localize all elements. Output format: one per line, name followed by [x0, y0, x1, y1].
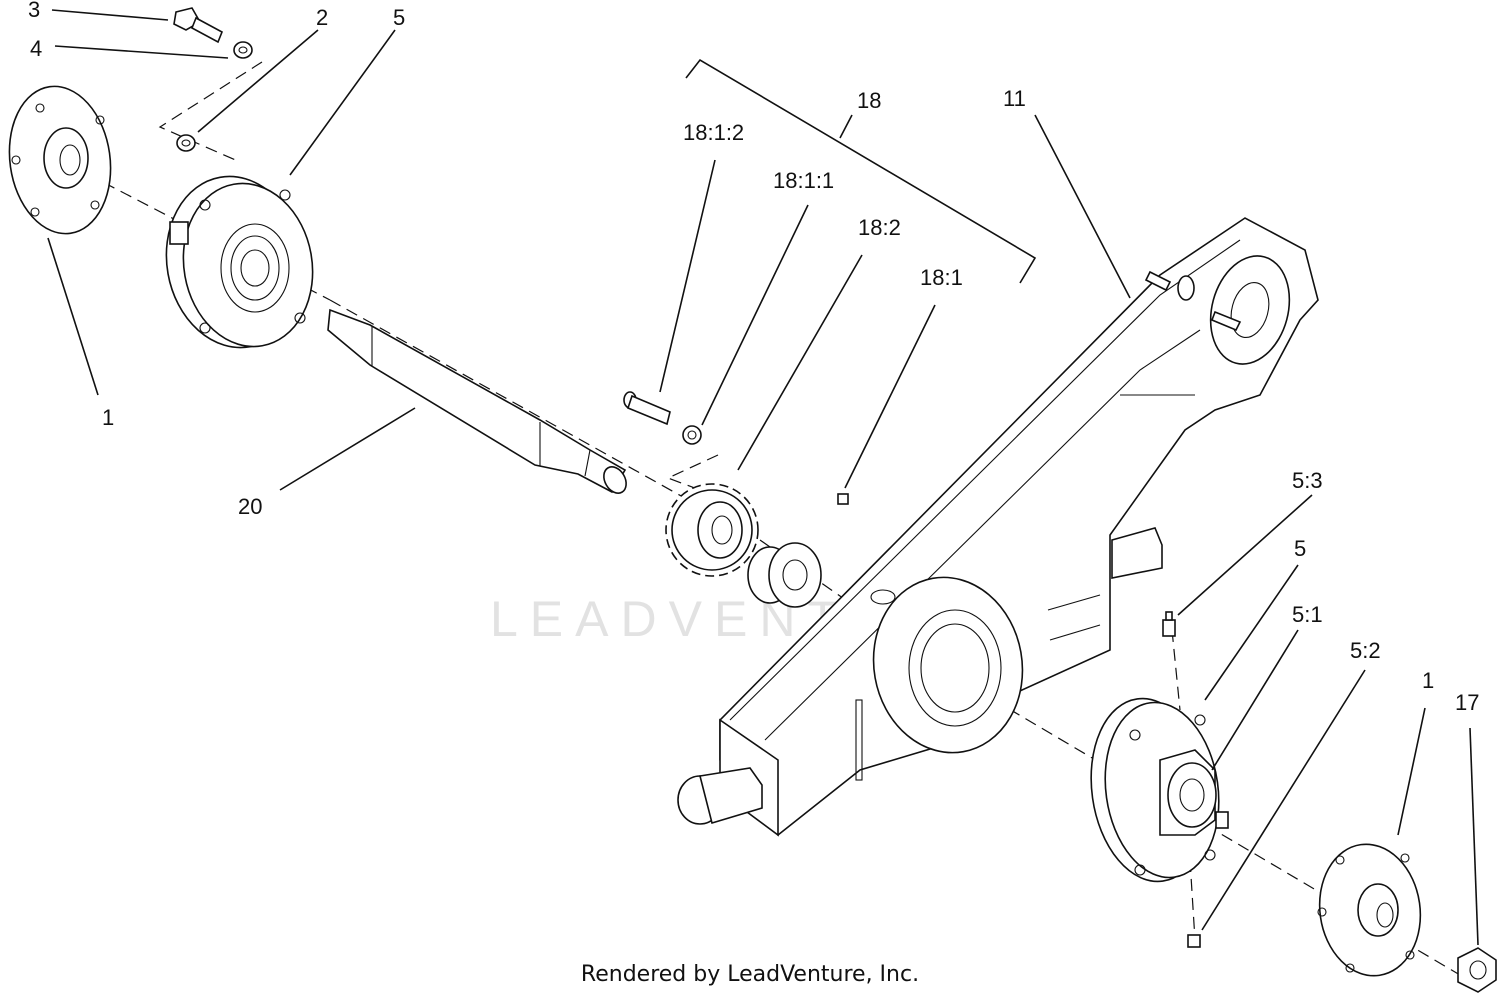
- grease-fitting-part-5-3: [1162, 611, 1176, 637]
- callout-11: 11: [1003, 86, 1026, 111]
- callout-18-2: 18:2: [858, 215, 901, 240]
- callout-18-1-2: 18:1:2: [683, 120, 744, 145]
- callout-5-top: 5: [393, 5, 405, 30]
- callout-18: 18: [857, 88, 881, 113]
- hub-flange-left: [8, 85, 112, 235]
- callout-5-1: 5:1: [1292, 602, 1323, 627]
- washer-part-4: [233, 41, 253, 59]
- callout-20: 20: [238, 494, 262, 519]
- callout-18-1-1: 18:1:1: [773, 168, 834, 193]
- callout-labels: 3 4 2 5 1 20 18 11 18:1:2 18:1:1 18:2 18…: [28, 0, 1479, 715]
- callout-18-1: 18:1: [920, 265, 963, 290]
- callout-4: 4: [30, 36, 42, 61]
- washer-part-2: [176, 134, 196, 152]
- callout-1-left: 1: [102, 405, 114, 430]
- callout-5-right: 5: [1294, 536, 1306, 561]
- set-screw-part-5-2: [1187, 934, 1201, 948]
- washer-part-18-1-1: [682, 425, 702, 445]
- callout-3: 3: [28, 0, 40, 22]
- bearing-flange-left: [165, 175, 314, 349]
- bolt-part-18-1-2: [623, 391, 671, 426]
- callout-17: 17: [1455, 690, 1479, 715]
- chain-case-arm: [677, 217, 1319, 837]
- callout-2: 2: [316, 5, 328, 30]
- nut-part-17: [1457, 947, 1497, 993]
- callout-5-3: 5:3: [1292, 468, 1323, 493]
- sprocket-part-18-2: [665, 483, 759, 577]
- callout-1-right: 1: [1422, 668, 1434, 693]
- bearing-flange-right: [1090, 697, 1229, 883]
- footer-credit: Rendered by LeadVenture, Inc.: [580, 962, 920, 987]
- sprocket-hub-part-18-1: [747, 493, 849, 608]
- axle-shaft: [327, 308, 627, 494]
- bolt-part-3: [173, 7, 224, 44]
- hub-flange-right: [1317, 843, 1422, 977]
- callout-5-2: 5:2: [1350, 638, 1381, 663]
- leader-lines: [47, 9, 1479, 946]
